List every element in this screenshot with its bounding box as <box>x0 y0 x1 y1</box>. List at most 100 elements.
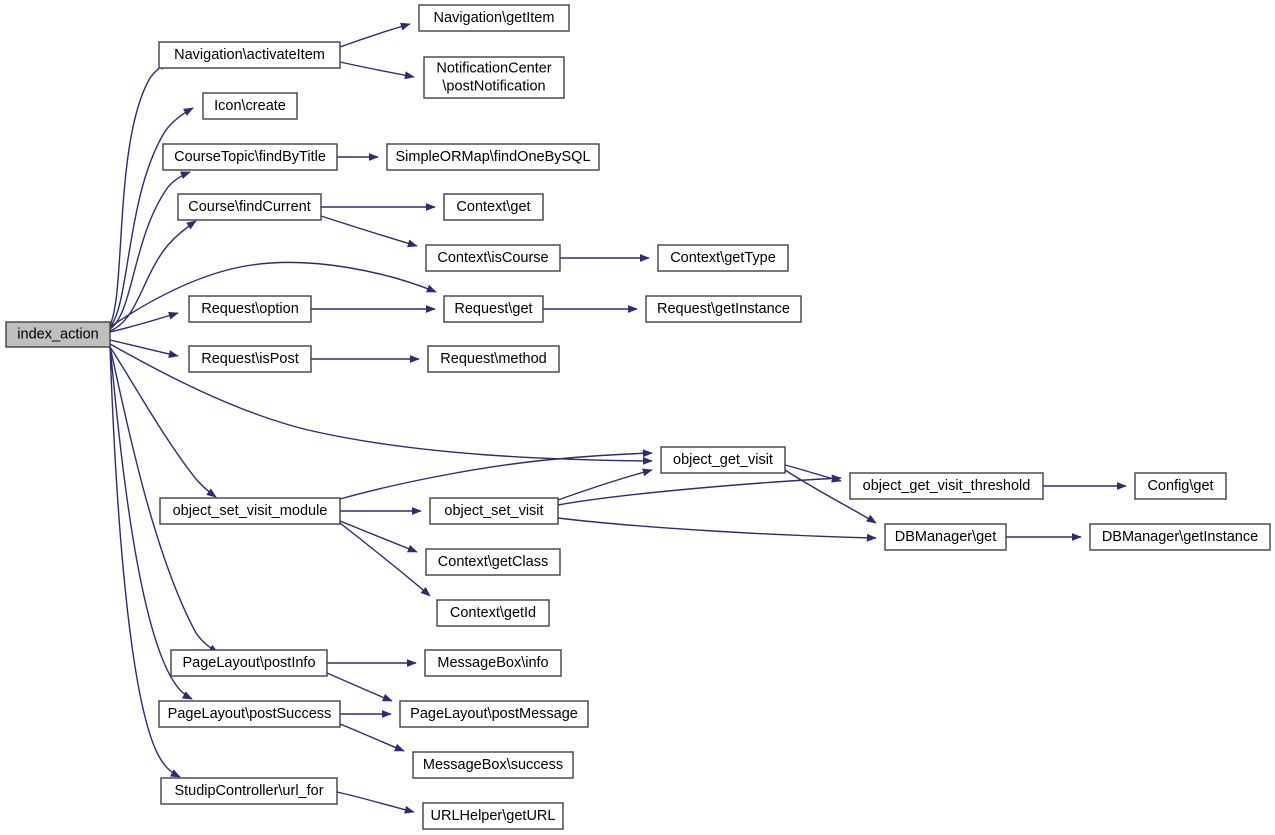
node-context_get[interactable]: Context\get <box>443 193 544 221</box>
edge-object_get_visit-to-dbmanager_get <box>784 469 877 524</box>
edge-index_action-to-object_set_visit_module <box>109 346 217 498</box>
edge-index_action-to-request_get <box>109 261 437 328</box>
node-label-urlhelper_geturl: URLHelper\getURL <box>431 808 556 824</box>
node-nav_getitem[interactable]: Navigation\getItem <box>418 4 570 32</box>
node-messagebox_success[interactable]: MessageBox\success <box>412 751 574 779</box>
node-label-pagelayout_postmessage: PageLayout\postMessage <box>410 706 578 722</box>
edge-studipcontroller_urlfor-to-urlhelper_geturl <box>336 791 415 814</box>
node-label-context_iscourse: Context\isCourse <box>437 250 548 266</box>
edge-index_action-to-course_findcurrent <box>109 220 197 332</box>
node-request_ispost[interactable]: Request\isPost <box>188 345 312 373</box>
node-box-index_action[interactable] <box>5 321 111 348</box>
node-label-notif_post: NotificationCenter\postNotification <box>436 60 551 94</box>
node-simpleormap_find[interactable]: SimpleORMap\findOneBySQL <box>386 143 600 171</box>
node-box-dbmanager_getinstance[interactable] <box>1089 523 1271 551</box>
node-request_get[interactable]: Request\get <box>443 295 544 323</box>
edge-index_action-to-coursetopic_find <box>109 171 191 330</box>
node-box-messagebox_info[interactable] <box>424 649 562 677</box>
node-box-pagelayout_postinfo[interactable] <box>170 649 328 677</box>
node-label-nav_activate: Navigation\activateItem <box>174 47 325 63</box>
node-label-object_get_visit: object_get_visit <box>673 452 773 468</box>
node-label-request_getinstance: Request\getInstance <box>657 301 790 317</box>
node-box-context_getid[interactable] <box>436 599 550 627</box>
node-object_set_visit_module[interactable]: object_set_visit_module <box>159 497 341 525</box>
node-object_set_visit[interactable]: object_set_visit <box>429 497 559 525</box>
node-box-context_iscourse[interactable] <box>425 244 561 272</box>
node-box-dbmanager_get[interactable] <box>884 523 1007 551</box>
node-label-simpleormap_find: SimpleORMap\findOneBySQL <box>395 149 590 165</box>
node-urlhelper_geturl[interactable]: URLHelper\getURL <box>422 802 564 830</box>
node-box-object_set_visit_module[interactable] <box>159 497 341 525</box>
node-box-nav_getitem[interactable] <box>418 4 570 32</box>
node-box-simpleormap_find[interactable] <box>386 143 600 171</box>
node-label-request_ispost: Request\isPost <box>201 351 299 367</box>
node-coursetopic_find[interactable]: CourseTopic\findByTitle <box>162 143 338 171</box>
node-label-index_action: index_action <box>17 326 98 342</box>
nodes-layer: index_action Navigation\activateItem Navig… <box>5 4 1271 830</box>
node-label-dbmanager_getinstance: DBManager\getInstance <box>1102 529 1258 545</box>
node-box-object_set_visit[interactable] <box>429 497 559 525</box>
node-pagelayout_postmessage[interactable]: PageLayout\postMessage <box>399 700 589 728</box>
node-box-object_get_visit[interactable] <box>660 446 786 474</box>
node-request_getinstance[interactable]: Request\getInstance <box>645 295 802 323</box>
node-box-coursetopic_find[interactable] <box>162 143 338 171</box>
node-pagelayout_postinfo[interactable]: PageLayout\postInfo <box>170 649 328 677</box>
node-icon_create[interactable]: Icon\create <box>202 92 298 120</box>
edge-nav_activate-to-notif_post <box>339 61 415 80</box>
node-request_method[interactable]: Request\method <box>427 345 560 373</box>
node-box-request_ispost[interactable] <box>188 345 312 373</box>
node-box-studipcontroller_urlfor[interactable] <box>160 777 338 805</box>
node-box-messagebox_success[interactable] <box>412 751 574 779</box>
node-box-request_getinstance[interactable] <box>645 295 802 323</box>
node-label-icon_create: Icon\create <box>214 98 286 114</box>
edge-index_action-to-icon_create <box>109 107 194 328</box>
edge-index_action-to-request_option <box>109 311 179 333</box>
node-context_iscourse[interactable]: Context\isCourse <box>425 244 561 272</box>
edge-pagelayout_postinfo-to-pagelayout_postmessage <box>326 672 393 702</box>
node-box-pagelayout_postsuccess[interactable] <box>158 700 341 728</box>
node-object_get_visit_threshold[interactable]: object_get_visit_threshold <box>849 472 1044 500</box>
node-label-nav_getitem: Navigation\getItem <box>434 10 555 26</box>
node-nav_activate[interactable]: Navigation\activateItem <box>158 41 341 69</box>
node-box-context_get[interactable] <box>443 193 544 221</box>
node-box-context_getclass[interactable] <box>425 548 561 576</box>
node-object_get_visit[interactable]: object_get_visit <box>660 446 786 474</box>
edge-pagelayout_postsuccess-to-messagebox_success <box>339 723 405 752</box>
node-notif_post[interactable]: NotificationCenter\postNotification <box>423 56 565 99</box>
node-label-request_method: Request\method <box>440 351 546 367</box>
node-box-nav_activate[interactable] <box>158 41 341 69</box>
node-box-request_option[interactable] <box>188 295 312 323</box>
node-box-request_get[interactable] <box>443 295 544 323</box>
node-box-notif_post[interactable] <box>423 56 565 99</box>
node-box-config_get[interactable] <box>1134 472 1227 500</box>
node-pagelayout_postsuccess[interactable]: PageLayout\postSuccess <box>158 700 341 728</box>
edge-index_action-to-pagelayout_postinfo <box>109 346 219 654</box>
node-label-coursetopic_find: CourseTopic\findByTitle <box>174 149 326 165</box>
edge-object_set_visit_module-to-object_get_visit <box>339 449 653 500</box>
node-box-pagelayout_postmessage[interactable] <box>399 700 589 728</box>
node-studipcontroller_urlfor[interactable]: StudipController\url_for <box>160 777 338 805</box>
node-label-context_getid: Context\getId <box>450 605 536 621</box>
node-box-icon_create[interactable] <box>202 92 298 120</box>
node-label-request_option: Request\option <box>201 301 299 317</box>
node-label-messagebox_success: MessageBox\success <box>423 757 563 773</box>
node-config_get[interactable]: Config\get <box>1134 472 1227 500</box>
node-course_findcurrent[interactable]: Course\findCurrent <box>177 193 322 221</box>
node-context_gettype[interactable]: Context\getType <box>657 244 789 272</box>
node-index_action[interactable]: index_action <box>5 321 111 348</box>
node-box-course_findcurrent[interactable] <box>177 193 322 221</box>
edge-index_action-to-studipcontroller_urlfor <box>109 346 181 778</box>
node-context_getclass[interactable]: Context\getClass <box>425 548 561 576</box>
node-box-context_gettype[interactable] <box>657 244 789 272</box>
node-box-request_method[interactable] <box>427 345 560 373</box>
node-label-request_get: Request\get <box>454 301 532 317</box>
node-messagebox_info[interactable]: MessageBox\info <box>424 649 562 677</box>
node-context_getid[interactable]: Context\getId <box>436 599 550 627</box>
node-dbmanager_getinstance[interactable]: DBManager\getInstance <box>1089 523 1271 551</box>
node-box-object_get_visit_threshold[interactable] <box>849 472 1044 500</box>
node-box-urlhelper_geturl[interactable] <box>422 802 564 830</box>
node-dbmanager_get[interactable]: DBManager\get <box>884 523 1007 551</box>
edge-index_action-to-request_ispost <box>109 339 179 358</box>
node-request_option[interactable]: Request\option <box>188 295 312 323</box>
